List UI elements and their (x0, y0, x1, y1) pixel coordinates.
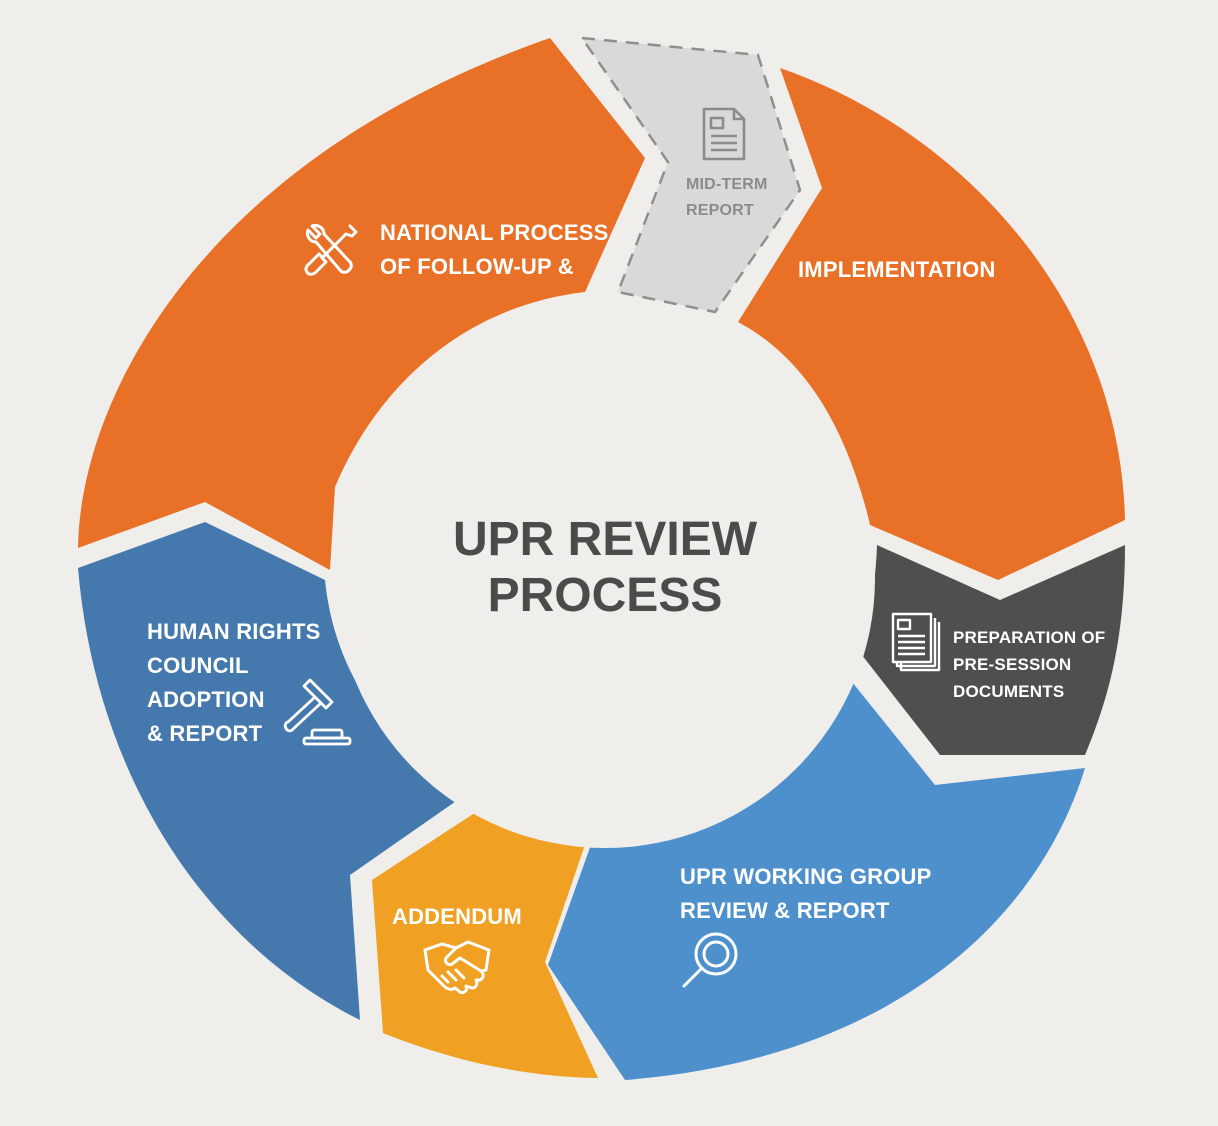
mid-term-line-2: REPORT (686, 202, 754, 219)
segment-mid-term-report (579, 36, 802, 314)
hrc-line-1: HUMAN RIGHTS (147, 619, 321, 644)
handshake-icon (423, 940, 491, 994)
label-addendum: ADDENDUM (392, 900, 522, 934)
preparation-line-1: PREPARATION OF (953, 628, 1106, 647)
label-working-group: UPR WORKING GROUP REVIEW & REPORT (680, 860, 932, 928)
national-process-line-1: NATIONAL PROCESS (380, 220, 609, 245)
title-line-2: PROCESS (487, 569, 723, 622)
segment-implementation (738, 68, 1125, 580)
mid-term-line-1: MID-TERM (686, 176, 768, 193)
label-implementation: IMPLEMENTATION (798, 253, 996, 287)
title-line-1: UPR REVIEW (452, 513, 758, 566)
national-process-line-2: OF FOLLOW-UP & (380, 254, 574, 279)
hrc-line-4: & REPORT (147, 721, 263, 746)
magnifier-icon (682, 932, 738, 988)
gavel-icon (283, 678, 352, 746)
label-national-process: NATIONAL PROCESS OF FOLLOW-UP & (380, 216, 609, 284)
label-hrc-adoption: HUMAN RIGHTS COUNCIL ADOPTION & REPORT (147, 615, 321, 751)
hrc-line-3: ADOPTION (147, 687, 265, 712)
documents-stack-icon (891, 612, 941, 672)
working-group-line-2: REVIEW & REPORT (680, 898, 890, 923)
tools-icon (304, 224, 358, 276)
center-disc (335, 308, 875, 848)
label-mid-term-report: MID-TERM REPORT (686, 172, 768, 224)
diagram-title: UPR REVIEW PROCESS (400, 512, 810, 624)
hrc-line-2: COUNCIL (147, 653, 249, 678)
segment-addendum (372, 803, 598, 1078)
label-preparation: PREPARATION OF PRE-SESSION DOCUMENTS (953, 624, 1105, 705)
segment-preparation (858, 545, 1125, 755)
segment-national-process (78, 38, 645, 570)
addendum-line-1: ADDENDUM (392, 904, 522, 929)
implementation-line-1: IMPLEMENTATION (798, 257, 996, 282)
segment-hrc-adoption (78, 522, 472, 1020)
preparation-line-2: PRE-SESSION (953, 655, 1072, 674)
document-icon (702, 107, 746, 161)
working-group-line-1: UPR WORKING GROUP (680, 864, 932, 889)
segment-working-group (548, 677, 1085, 1080)
preparation-line-3: DOCUMENTS (953, 682, 1065, 701)
